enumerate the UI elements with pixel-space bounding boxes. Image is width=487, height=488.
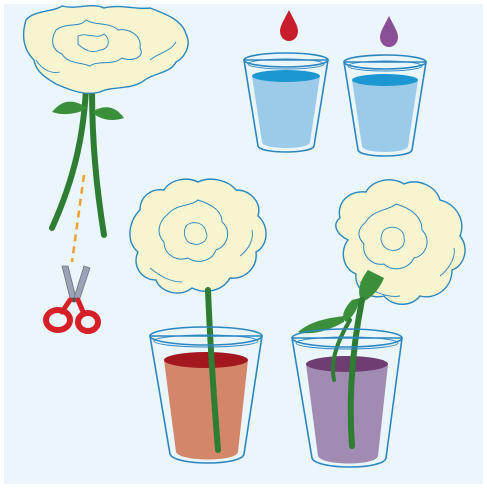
purple-water bbox=[306, 364, 388, 464]
water bbox=[352, 80, 418, 152]
water-surface bbox=[252, 70, 320, 82]
red-water-surface bbox=[164, 352, 248, 368]
purple-water-surface bbox=[306, 356, 388, 372]
red-water bbox=[164, 360, 248, 460]
water bbox=[252, 76, 320, 148]
water-surface bbox=[352, 74, 418, 86]
